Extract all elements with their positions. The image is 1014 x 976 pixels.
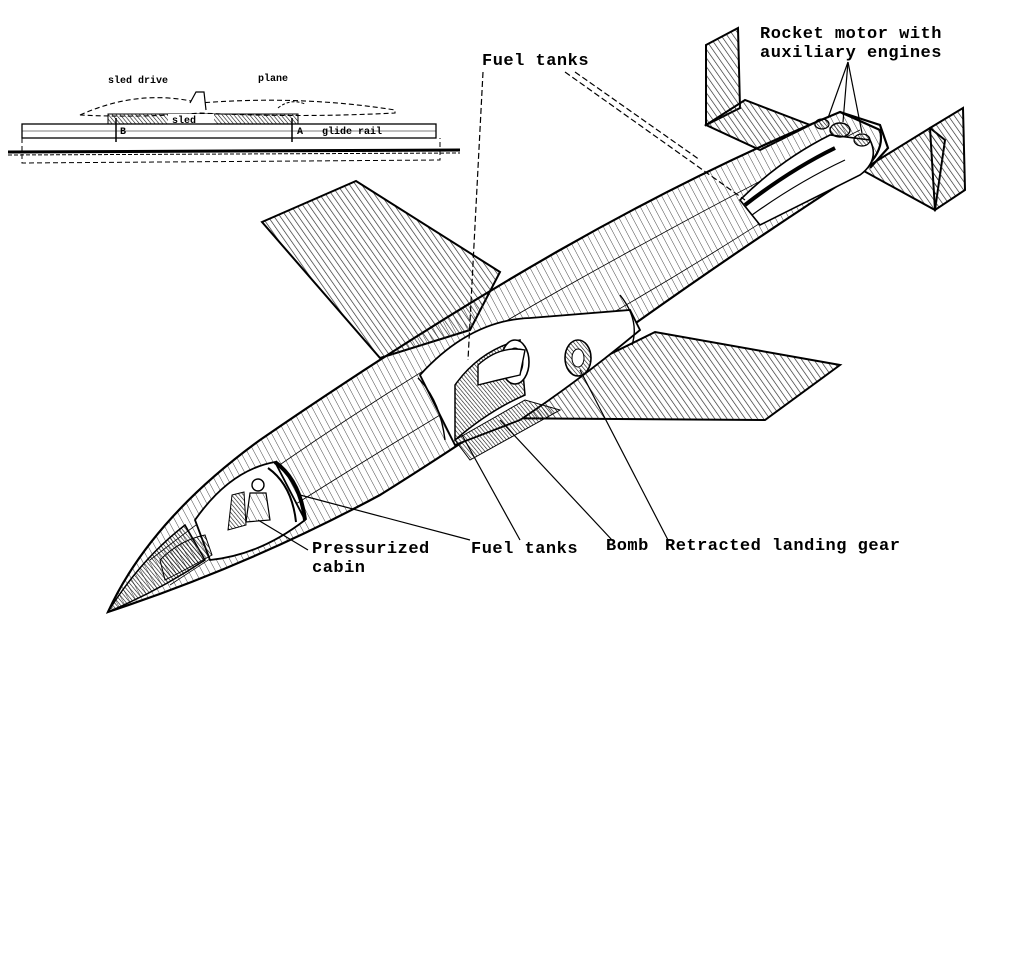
inset-label-glide-rail: glide rail — [322, 127, 383, 138]
launch-sled-inset — [7, 91, 461, 164]
label-pressurized-line1: Pressurized — [312, 540, 430, 559]
inset-tail-fin — [189, 91, 207, 111]
label-fuel-tanks-top: Fuel tanks — [482, 52, 590, 71]
rocket-motor-nozzle — [829, 122, 851, 138]
inset-label-plane: plane — [258, 74, 289, 85]
bomb — [477, 348, 526, 386]
inset-label-sled: sled — [172, 116, 197, 127]
label-rocket-motor-line2: auxiliary engines — [760, 44, 942, 63]
label-fuel-tanks-bottom: Fuel tanks — [471, 540, 579, 559]
inset-ground-line — [7, 148, 461, 154]
inset-marker-b: B — [120, 127, 127, 138]
leader-fuel-tanks-top-2 — [564, 71, 746, 201]
inset-plane-outline — [79, 97, 396, 117]
auxiliary-engine — [853, 133, 871, 147]
label-bomb: Bomb — [606, 537, 649, 556]
leader-fuel-tanks-bottom-2 — [461, 434, 521, 541]
leader-rocket-motor — [827, 61, 849, 119]
auxiliary-engine — [814, 118, 830, 130]
pilot-seat — [227, 491, 247, 531]
label-rocket-motor-line1: Rocket motor with — [760, 25, 942, 44]
right-tail-fin — [928, 106, 967, 212]
leader-lines — [257, 61, 863, 551]
leader-bomb — [499, 419, 613, 541]
leader-fuel-tanks-bottom-1 — [299, 494, 471, 541]
label-pressurized-line2: cabin — [312, 559, 366, 578]
pilot-body — [245, 492, 271, 523]
rear-section-cutaway — [738, 110, 890, 227]
inset-marker-a: A — [297, 127, 304, 138]
pressurized-cabin-cutaway — [159, 460, 307, 581]
leader-landing-gear — [579, 369, 669, 541]
mid-section-cutaway — [417, 294, 642, 461]
pilot-head — [251, 478, 265, 492]
label-retracted-landing-gear: Retracted landing gear — [665, 537, 901, 556]
leader-pressurized-cabin — [257, 519, 309, 551]
inset-label-sled-drive: sled drive — [108, 76, 169, 87]
inset-lower-dashed-frame — [21, 138, 441, 164]
inset-cockpit-outline — [277, 101, 306, 109]
leader-fuel-tanks-top-1 — [467, 71, 484, 361]
